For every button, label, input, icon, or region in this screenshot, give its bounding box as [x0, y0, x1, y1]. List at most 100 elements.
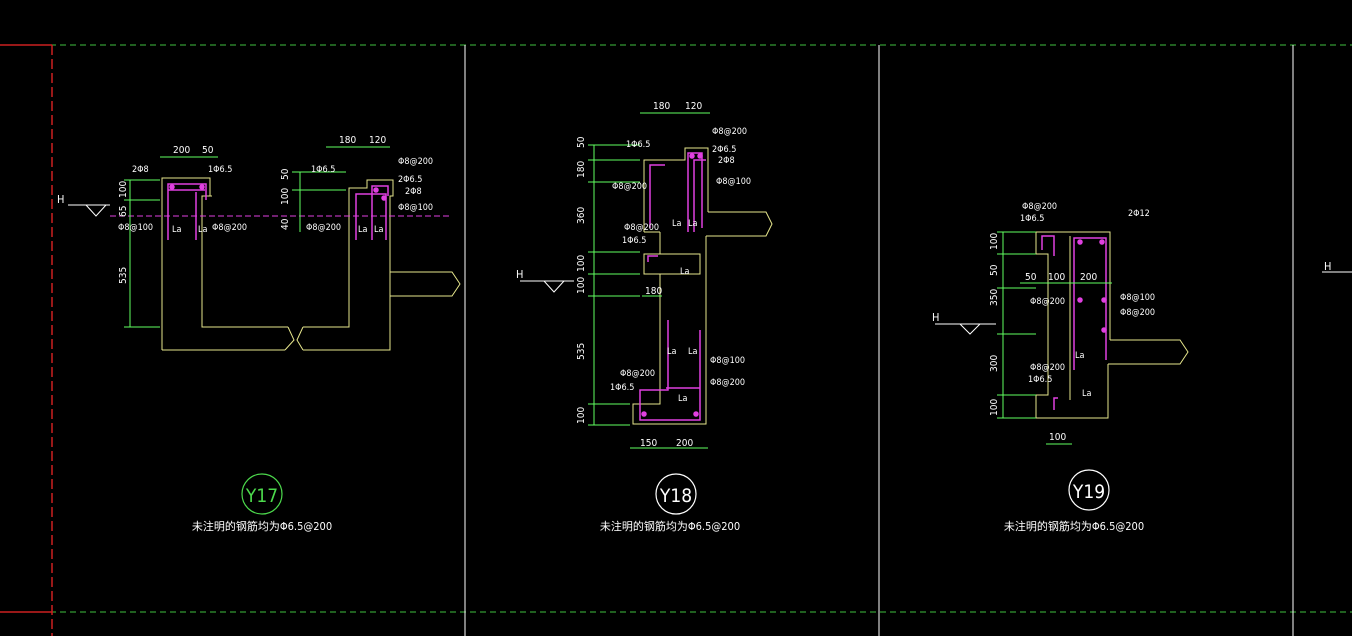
y18-la-2: La [688, 219, 698, 229]
y18-dim-150: 150 [640, 438, 657, 449]
y19-ground-label: H [932, 311, 939, 324]
y19-dim-350: 350 [989, 289, 1000, 306]
y17-dim-120: 120 [369, 135, 386, 146]
y19-dim-300: 300 [989, 355, 1000, 372]
y17-rebar-1phi65: 1Φ6.5 [208, 165, 232, 175]
y17-dim-50b: 50 [280, 168, 291, 180]
y18-rebar-11: 1Φ6.5 [610, 383, 634, 393]
y18-la-3: La [680, 267, 690, 277]
y18-rebar [639, 152, 706, 421]
y19-la-2: La [1082, 389, 1092, 399]
y19-rebar [1041, 235, 1107, 410]
y17-note: 未注明的钢筋均为Φ6.5@200 [192, 519, 332, 533]
y19-rebar-2: 2Φ12 [1128, 209, 1150, 219]
y18-rebar-5: Φ8@100 [716, 177, 751, 187]
y17-tag: Y17 [245, 485, 278, 507]
y19-note: 未注明的钢筋均为Φ6.5@200 [1004, 519, 1144, 533]
y18-rebar-2: 2Φ6.5 [712, 145, 736, 155]
y18-rebar-6: Φ8@200 [624, 223, 659, 233]
drawing-frame [0, 44, 1352, 636]
y17-dim-40: 40 [280, 218, 291, 230]
y18-dim-180c: 180 [645, 286, 662, 297]
y19-ground-symbol [935, 323, 996, 335]
y17-rebar-2phi65: 2Φ6.5 [398, 175, 422, 185]
y18-dim-100: 100 [576, 255, 587, 272]
y17-dim-100: 100 [118, 181, 129, 198]
y19-tag: Y19 [1072, 481, 1105, 503]
y19-rebar-6: Φ8@200 [1030, 363, 1065, 373]
y17-la-4: La [374, 225, 384, 235]
y19-rebar-3: Φ8@200 [1030, 297, 1065, 307]
y19-tag-circle [1068, 469, 1110, 511]
y18-dim-50: 50 [576, 136, 587, 148]
y18-rebar-0: Φ8@200 [712, 127, 747, 137]
y17-rebar-phi8-100b: Φ8@100 [398, 203, 433, 213]
y17-dim-200: 200 [173, 145, 190, 156]
y18-ground-label: H [516, 268, 523, 281]
y17-rebar-phi8-200: Φ8@200 [212, 223, 247, 233]
y18-rebar-4: Φ8@200 [612, 182, 647, 192]
y18-dim-180b: 180 [576, 161, 587, 178]
y18-la-6: La [678, 394, 688, 404]
y19-dim-100: 100 [989, 233, 1000, 250]
y19-rebar-1: 1Φ6.5 [1020, 214, 1044, 224]
y17-concrete-outline [161, 177, 461, 351]
y18-dim-180: 180 [653, 101, 670, 112]
y18-rebar-8: Φ8@100 [710, 356, 745, 366]
y17-rebar-phi8-200c: Φ8@200 [306, 223, 341, 233]
y17-rebar-2phi8: 2Φ8 [405, 187, 422, 197]
y17-rebar-2phi8: 2Φ8 [132, 165, 149, 175]
y18-dim-120: 120 [685, 101, 702, 112]
y18-concrete-outline [632, 147, 773, 425]
y17-ground-label: H [57, 193, 64, 206]
y19-dim-100d: 100 [1049, 432, 1066, 443]
detail-right-partial: H [1322, 260, 1352, 273]
y19-rebar-5: Φ8@200 [1120, 308, 1155, 318]
y18-rebar-7: 1Φ6.5 [622, 236, 646, 246]
y19-dim-50: 50 [989, 264, 1000, 276]
y18-rebar-1: 1Φ6.5 [626, 140, 650, 150]
y19-dimensions [997, 231, 1112, 445]
y17-rebar-phi8-100: Φ8@100 [118, 223, 153, 233]
y18-dim-200: 200 [676, 438, 693, 449]
y18-dim-360: 360 [576, 207, 587, 224]
y18-rebar-10: Φ8@200 [620, 369, 655, 379]
y18-dim-535: 535 [576, 343, 587, 360]
detail-y19: H 100 50 350 300 100 50 100 200 100 Φ8@2… [932, 202, 1189, 533]
y19-la-1: La [1075, 351, 1085, 361]
detail-y18: H 180 120 50 180 360 100 100 535 100 180… [516, 101, 773, 533]
y18-rebar-3: 2Φ8 [718, 156, 735, 166]
right-ground-label: H [1324, 260, 1331, 273]
y18-tag: Y18 [659, 485, 692, 507]
y17-dim-535: 535 [118, 267, 129, 284]
y17-tag-circle [241, 473, 283, 515]
y18-tag-circle [655, 473, 697, 515]
y17-la-3: La [358, 225, 368, 235]
detail-y17: H 200 50 180 120 100 65 535 50 100 40 2Φ… [57, 135, 461, 533]
y17-rebar-1phi65b: 1Φ6.5 [311, 165, 335, 175]
y18-dimensions [588, 112, 710, 449]
y17-rebar [167, 183, 389, 240]
y17-dim-65: 65 [118, 206, 129, 217]
y19-rebar-0: Φ8@200 [1022, 202, 1057, 212]
y17-rebar-phi8-200b: Φ8@200 [398, 157, 433, 167]
y18-rebar-9: Φ8@200 [710, 378, 745, 388]
y18-la-5: La [688, 347, 698, 357]
y18-dim-100c: 100 [576, 407, 587, 424]
y19-dim-50b: 50 [1025, 272, 1037, 283]
y19-concrete-outline [1035, 231, 1189, 419]
y19-dim-100b: 100 [989, 399, 1000, 416]
y18-la-1: La [672, 219, 682, 229]
y19-rebar-4: Φ8@100 [1120, 293, 1155, 303]
y17-la-1: La [172, 225, 182, 235]
y19-dim-100c: 100 [1048, 272, 1065, 283]
y17-dimensions [124, 146, 390, 328]
y17-dim-50: 50 [202, 145, 214, 156]
y19-rebar-7: 1Φ6.5 [1028, 375, 1052, 385]
y17-la-2: La [198, 225, 208, 235]
y17-dim-100b: 100 [280, 188, 291, 205]
y17-ground-symbol [68, 204, 110, 217]
y18-note: 未注明的钢筋均为Φ6.5@200 [600, 519, 740, 533]
y18-dim-100b: 100 [576, 277, 587, 294]
